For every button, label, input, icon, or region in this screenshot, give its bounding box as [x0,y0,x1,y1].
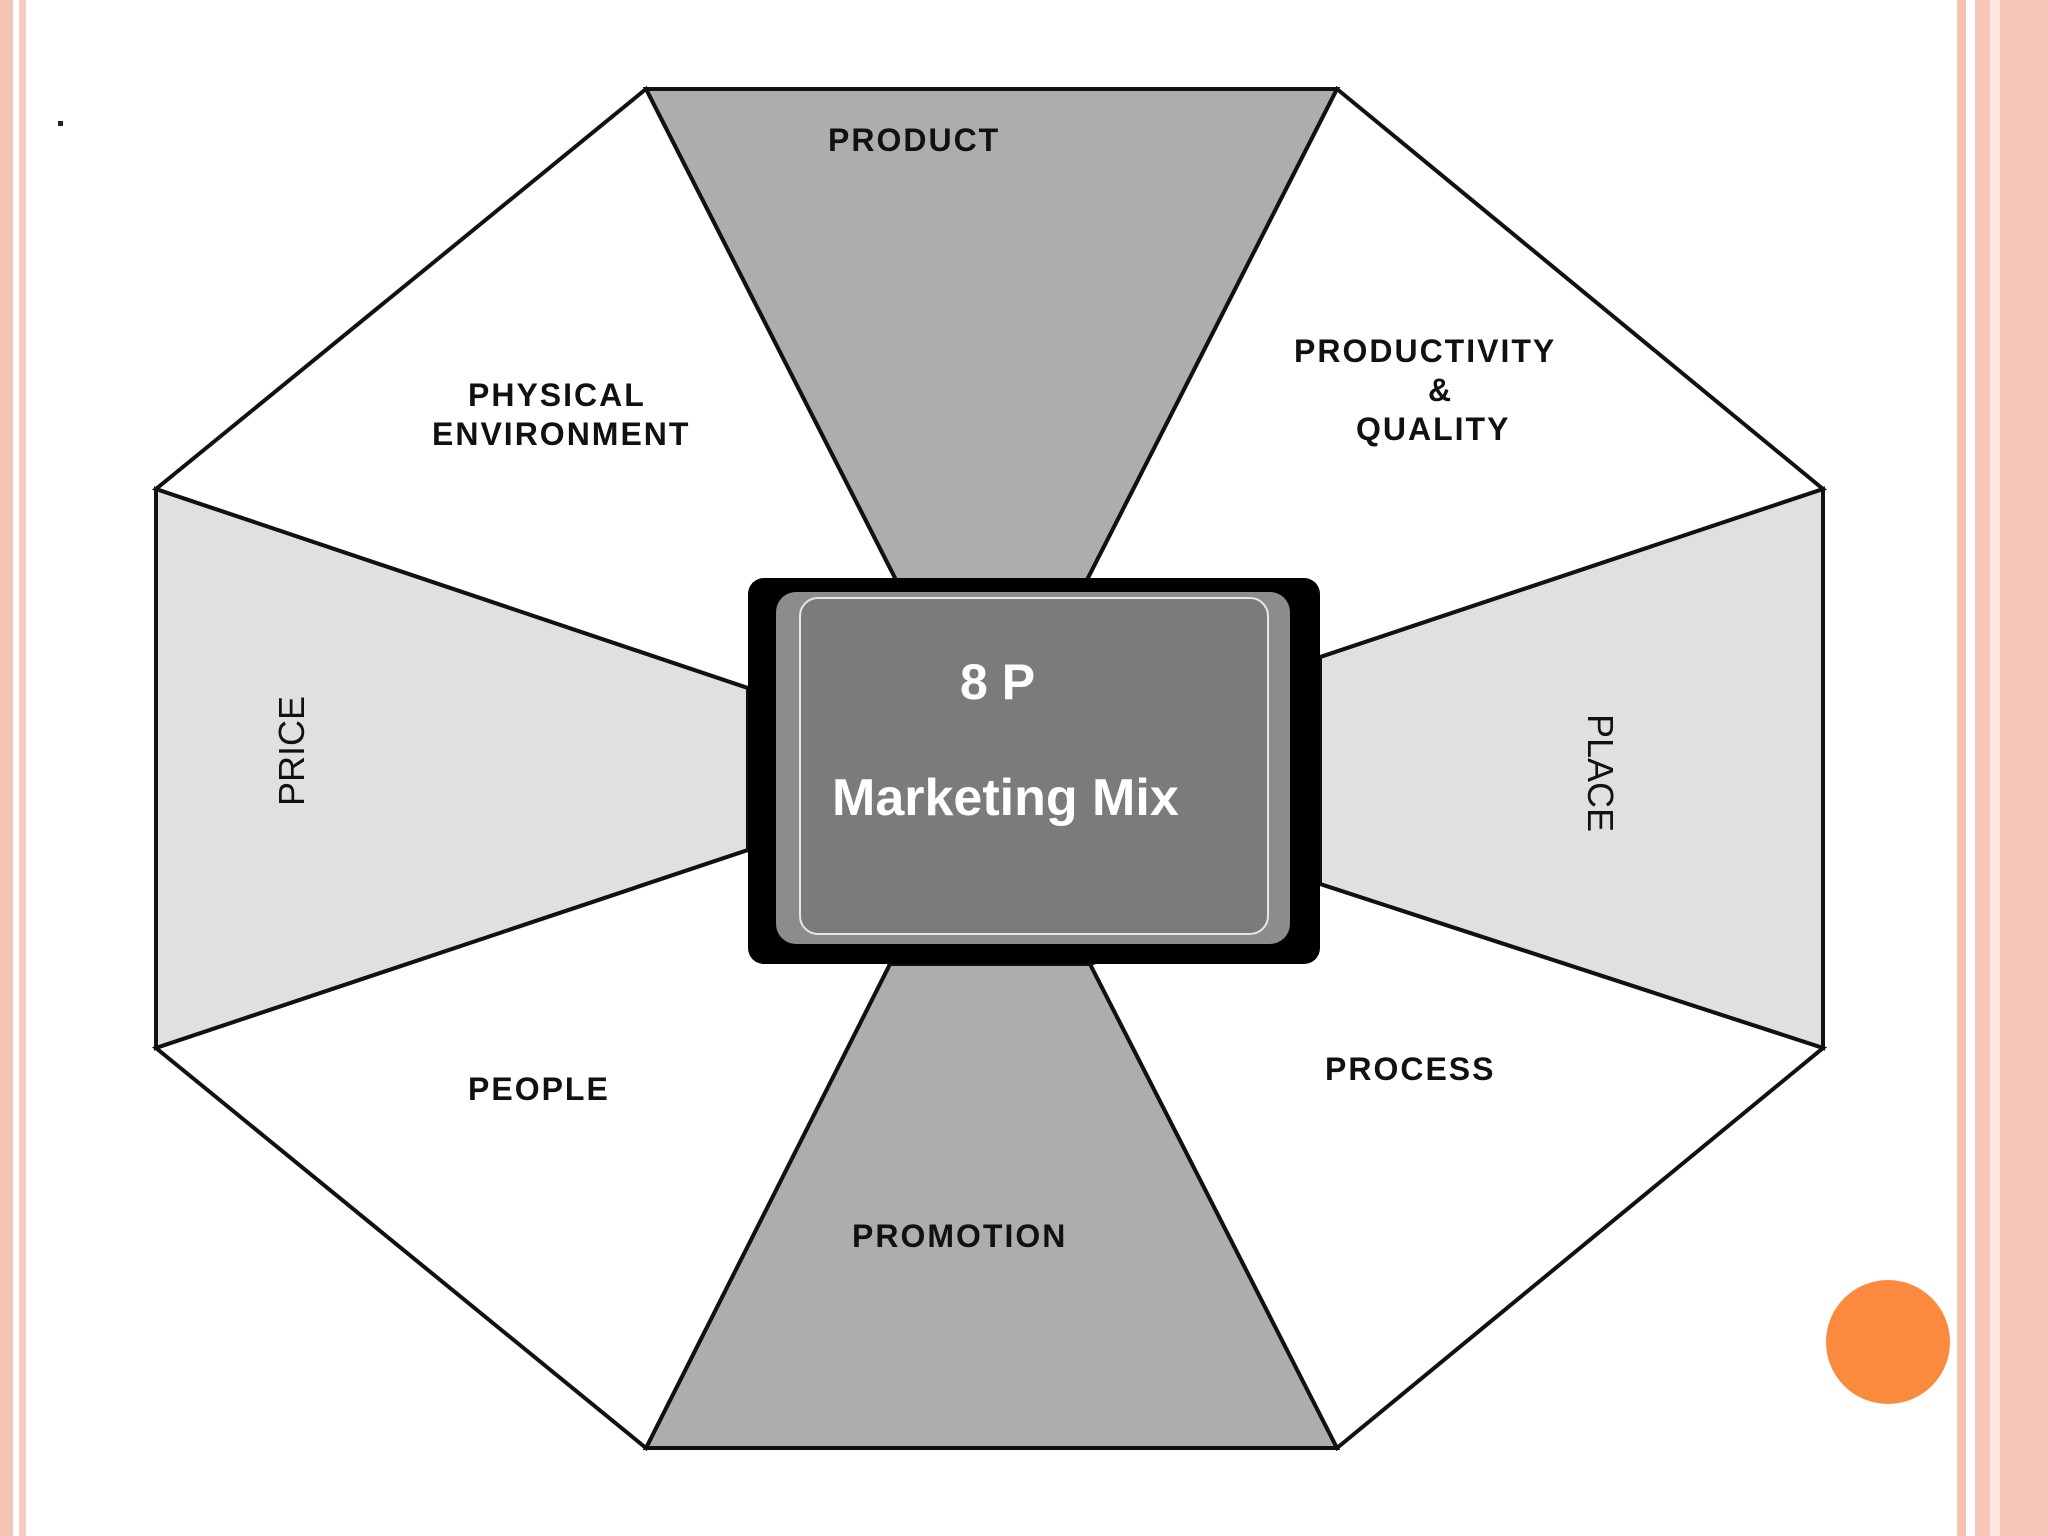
label-productivity-line1: PRODUCTIVITY [1294,333,1556,369]
center-box-inner [799,597,1269,935]
label-productivity-line2: & [1428,372,1453,408]
center-subtitle: Marketing Mix [832,769,1179,827]
label-promotion: PROMOTION [852,1218,1067,1254]
label-productivity-line3: QUALITY [1356,411,1510,447]
left-border-stripe-inner [19,0,26,1536]
label-physical-line1: PHYSICAL [468,377,646,413]
label-price: PRICE [271,696,312,806]
left-border-stripe [0,0,13,1536]
center-title: 8 P [960,654,1035,710]
label-physical-line2: ENVIRONMENT [432,416,690,452]
stray-mark [58,121,63,126]
accent-circle [1826,1280,1950,1404]
label-people: PEOPLE [468,1071,610,1107]
right-border-band-light [1990,0,2000,1536]
right-border-band [1957,0,1966,1536]
label-process: PROCESS [1325,1051,1495,1087]
label-product: PRODUCT [828,122,1000,158]
right-border-band-wide [1975,0,2048,1536]
label-place: PLACE [1580,714,1621,832]
